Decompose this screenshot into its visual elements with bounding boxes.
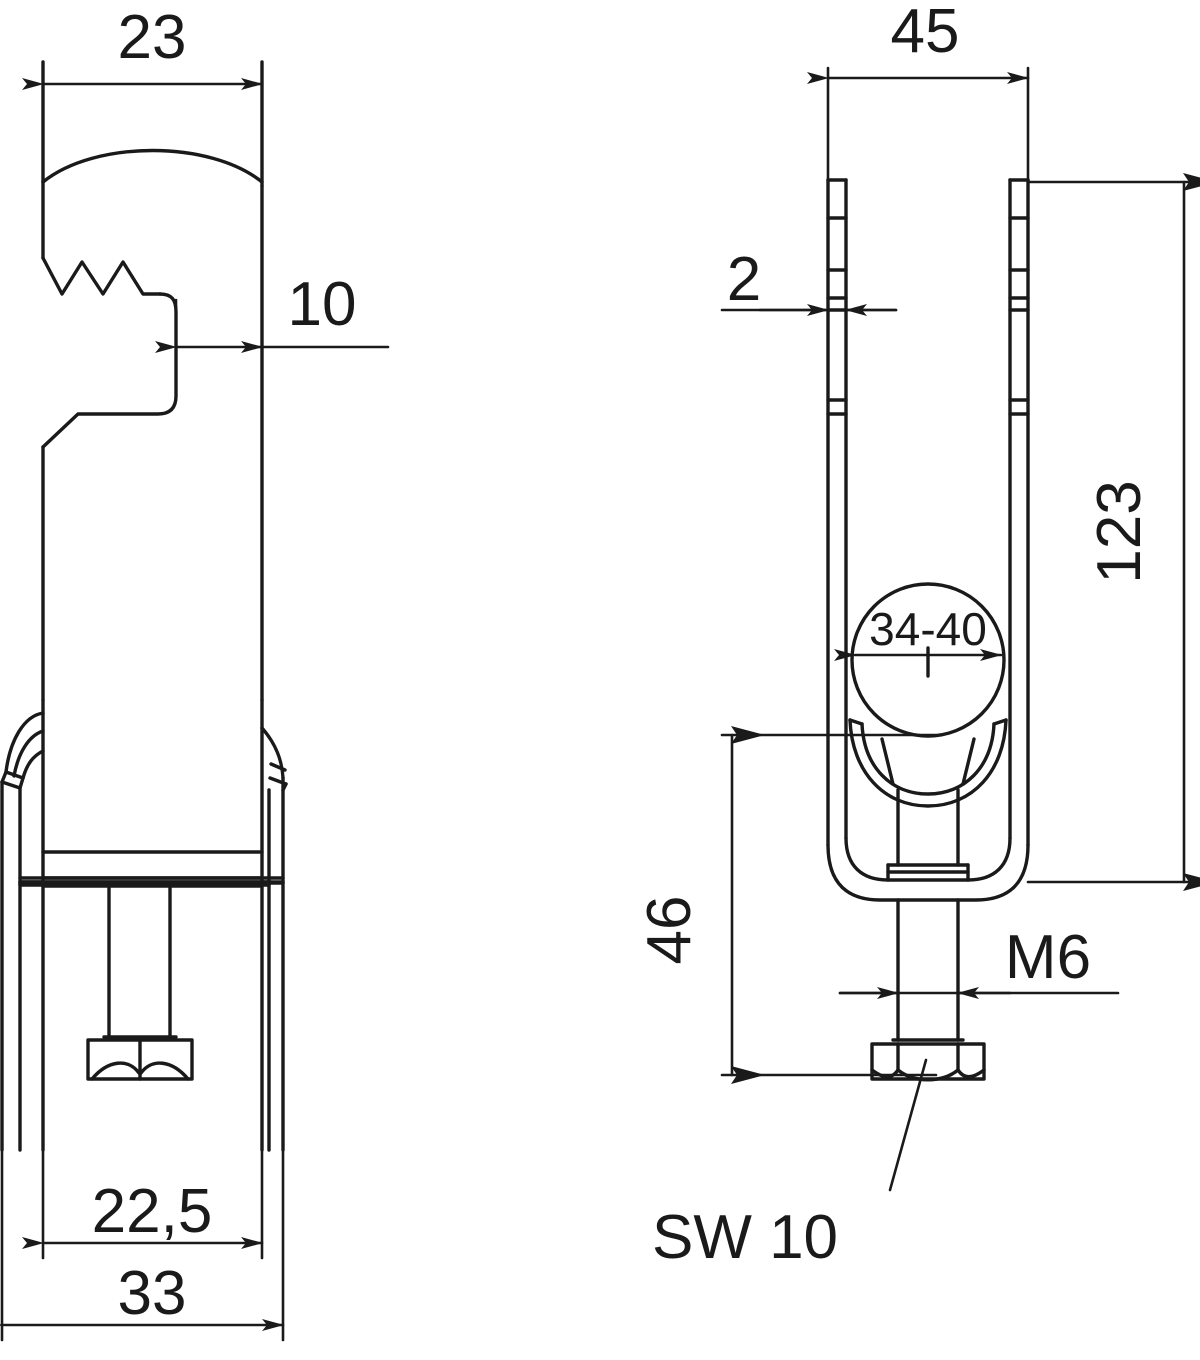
nut-chamfer-f3 [956, 1068, 986, 1079]
crown-arc [41, 148, 264, 184]
left-clip-arc-2 [12, 729, 45, 778]
nut-chamfer-f1 [870, 1068, 900, 1079]
dim-label-123: 123 [1085, 480, 1154, 583]
u-bottom-inner [844, 836, 1012, 882]
dimension-texts: 23 10 22,5 33 45 2 123 34-40 46 M6 SW 10 [92, 0, 1154, 1328]
dim-label-46: 46 [635, 896, 704, 965]
dim-label-m6: M6 [1005, 923, 1091, 992]
leader-line-sw10 [888, 1058, 928, 1192]
side-view-dimensions [0, 60, 390, 1342]
note-label-sw10: SW 10 [652, 1203, 838, 1272]
dim-label-33: 33 [118, 1259, 187, 1328]
dim-label-45: 45 [891, 0, 960, 66]
hex-nut-front [870, 1042, 986, 1081]
nut-chamfer-l [90, 1061, 141, 1081]
serration-teeth [41, 256, 162, 296]
cradle-inner [860, 722, 996, 796]
dim-label-2: 2 [727, 245, 761, 314]
nut-chamfer-r [139, 1061, 190, 1081]
u-bottom-outer [826, 843, 1030, 902]
right-clip-arc-1 [260, 726, 285, 780]
cradle-rib-r [961, 737, 976, 786]
step-rib [41, 292, 178, 449]
front-view-dimensions [720, 66, 1200, 1084]
dim-label-22-5: 22,5 [92, 1177, 213, 1246]
dim-label-10: 10 [288, 270, 357, 339]
cradle-outer [848, 718, 1008, 808]
nut-chamfer-f2 [896, 1068, 960, 1082]
hex-nut-body [86, 1038, 194, 1081]
dim-label-23: 23 [118, 3, 187, 72]
cradle-rib-l [880, 737, 895, 786]
dim-label-34-40: 34-40 [869, 603, 987, 655]
front-view-geometry [826, 178, 1030, 1192]
side-view-geometry [0, 60, 288, 1152]
left-clip-arc-1 [4, 711, 45, 774]
left-clip-arc-3 [21, 749, 45, 780]
